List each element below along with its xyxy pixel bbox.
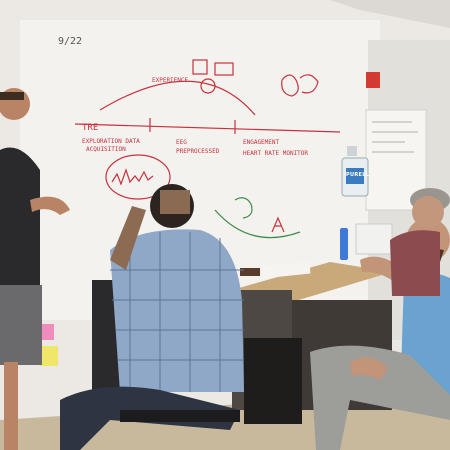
whiteboard-date: 9/22 bbox=[58, 36, 83, 47]
phone-on-desk bbox=[240, 268, 260, 276]
green-arc bbox=[214, 209, 301, 239]
person-cap-back bbox=[390, 188, 450, 296]
circle-diagram bbox=[200, 78, 216, 94]
chair-seat bbox=[120, 410, 240, 422]
person-seated-plaid bbox=[60, 184, 244, 450]
whiteboard-acquisition-label: ACQUISITION bbox=[86, 146, 126, 153]
sanitizer-label: PURELL bbox=[346, 172, 370, 178]
paper-lines bbox=[372, 121, 418, 153]
water-bottle bbox=[340, 228, 348, 260]
experience-arc bbox=[99, 80, 256, 116]
green-scribble bbox=[234, 197, 253, 219]
whiteboard-drawings bbox=[74, 59, 341, 233]
heart-figure bbox=[271, 216, 285, 233]
ceiling bbox=[330, 0, 450, 28]
sanitizer-label-panel bbox=[346, 168, 364, 184]
whiteboard-experience-label: EXPERIENCE bbox=[152, 77, 189, 84]
tissue-box bbox=[355, 223, 393, 255]
whiteboard-tre-label: TRE bbox=[82, 123, 99, 133]
post-it-yellow bbox=[40, 346, 58, 366]
scribble-top-right-2 bbox=[299, 74, 319, 94]
eeg-waveform bbox=[111, 168, 154, 186]
papers-on-desk bbox=[261, 261, 311, 279]
light-switch bbox=[347, 146, 357, 156]
whiteboard-eeg-label: EEG bbox=[176, 139, 187, 146]
waste-bin bbox=[244, 338, 302, 424]
whiteboard-preprocessed-label: PREPROCESSED bbox=[176, 148, 220, 155]
green-drawings bbox=[214, 197, 301, 239]
scribble-top-right bbox=[281, 74, 299, 97]
whiteboard-engagement-label: ENGAGEMENT bbox=[243, 139, 280, 146]
box-diagram-2 bbox=[214, 62, 234, 76]
box-diagram-1 bbox=[192, 59, 208, 75]
fire-alarm bbox=[366, 72, 380, 88]
timeline-line bbox=[74, 123, 341, 133]
whiteboard-exploration-label: EXPLORATION DATA bbox=[82, 138, 140, 145]
whiteboard-heart-rate-label: HEART RATE MONITOR bbox=[243, 150, 309, 157]
eeg-wave-circle bbox=[105, 154, 171, 200]
person-standing-left bbox=[0, 88, 70, 450]
